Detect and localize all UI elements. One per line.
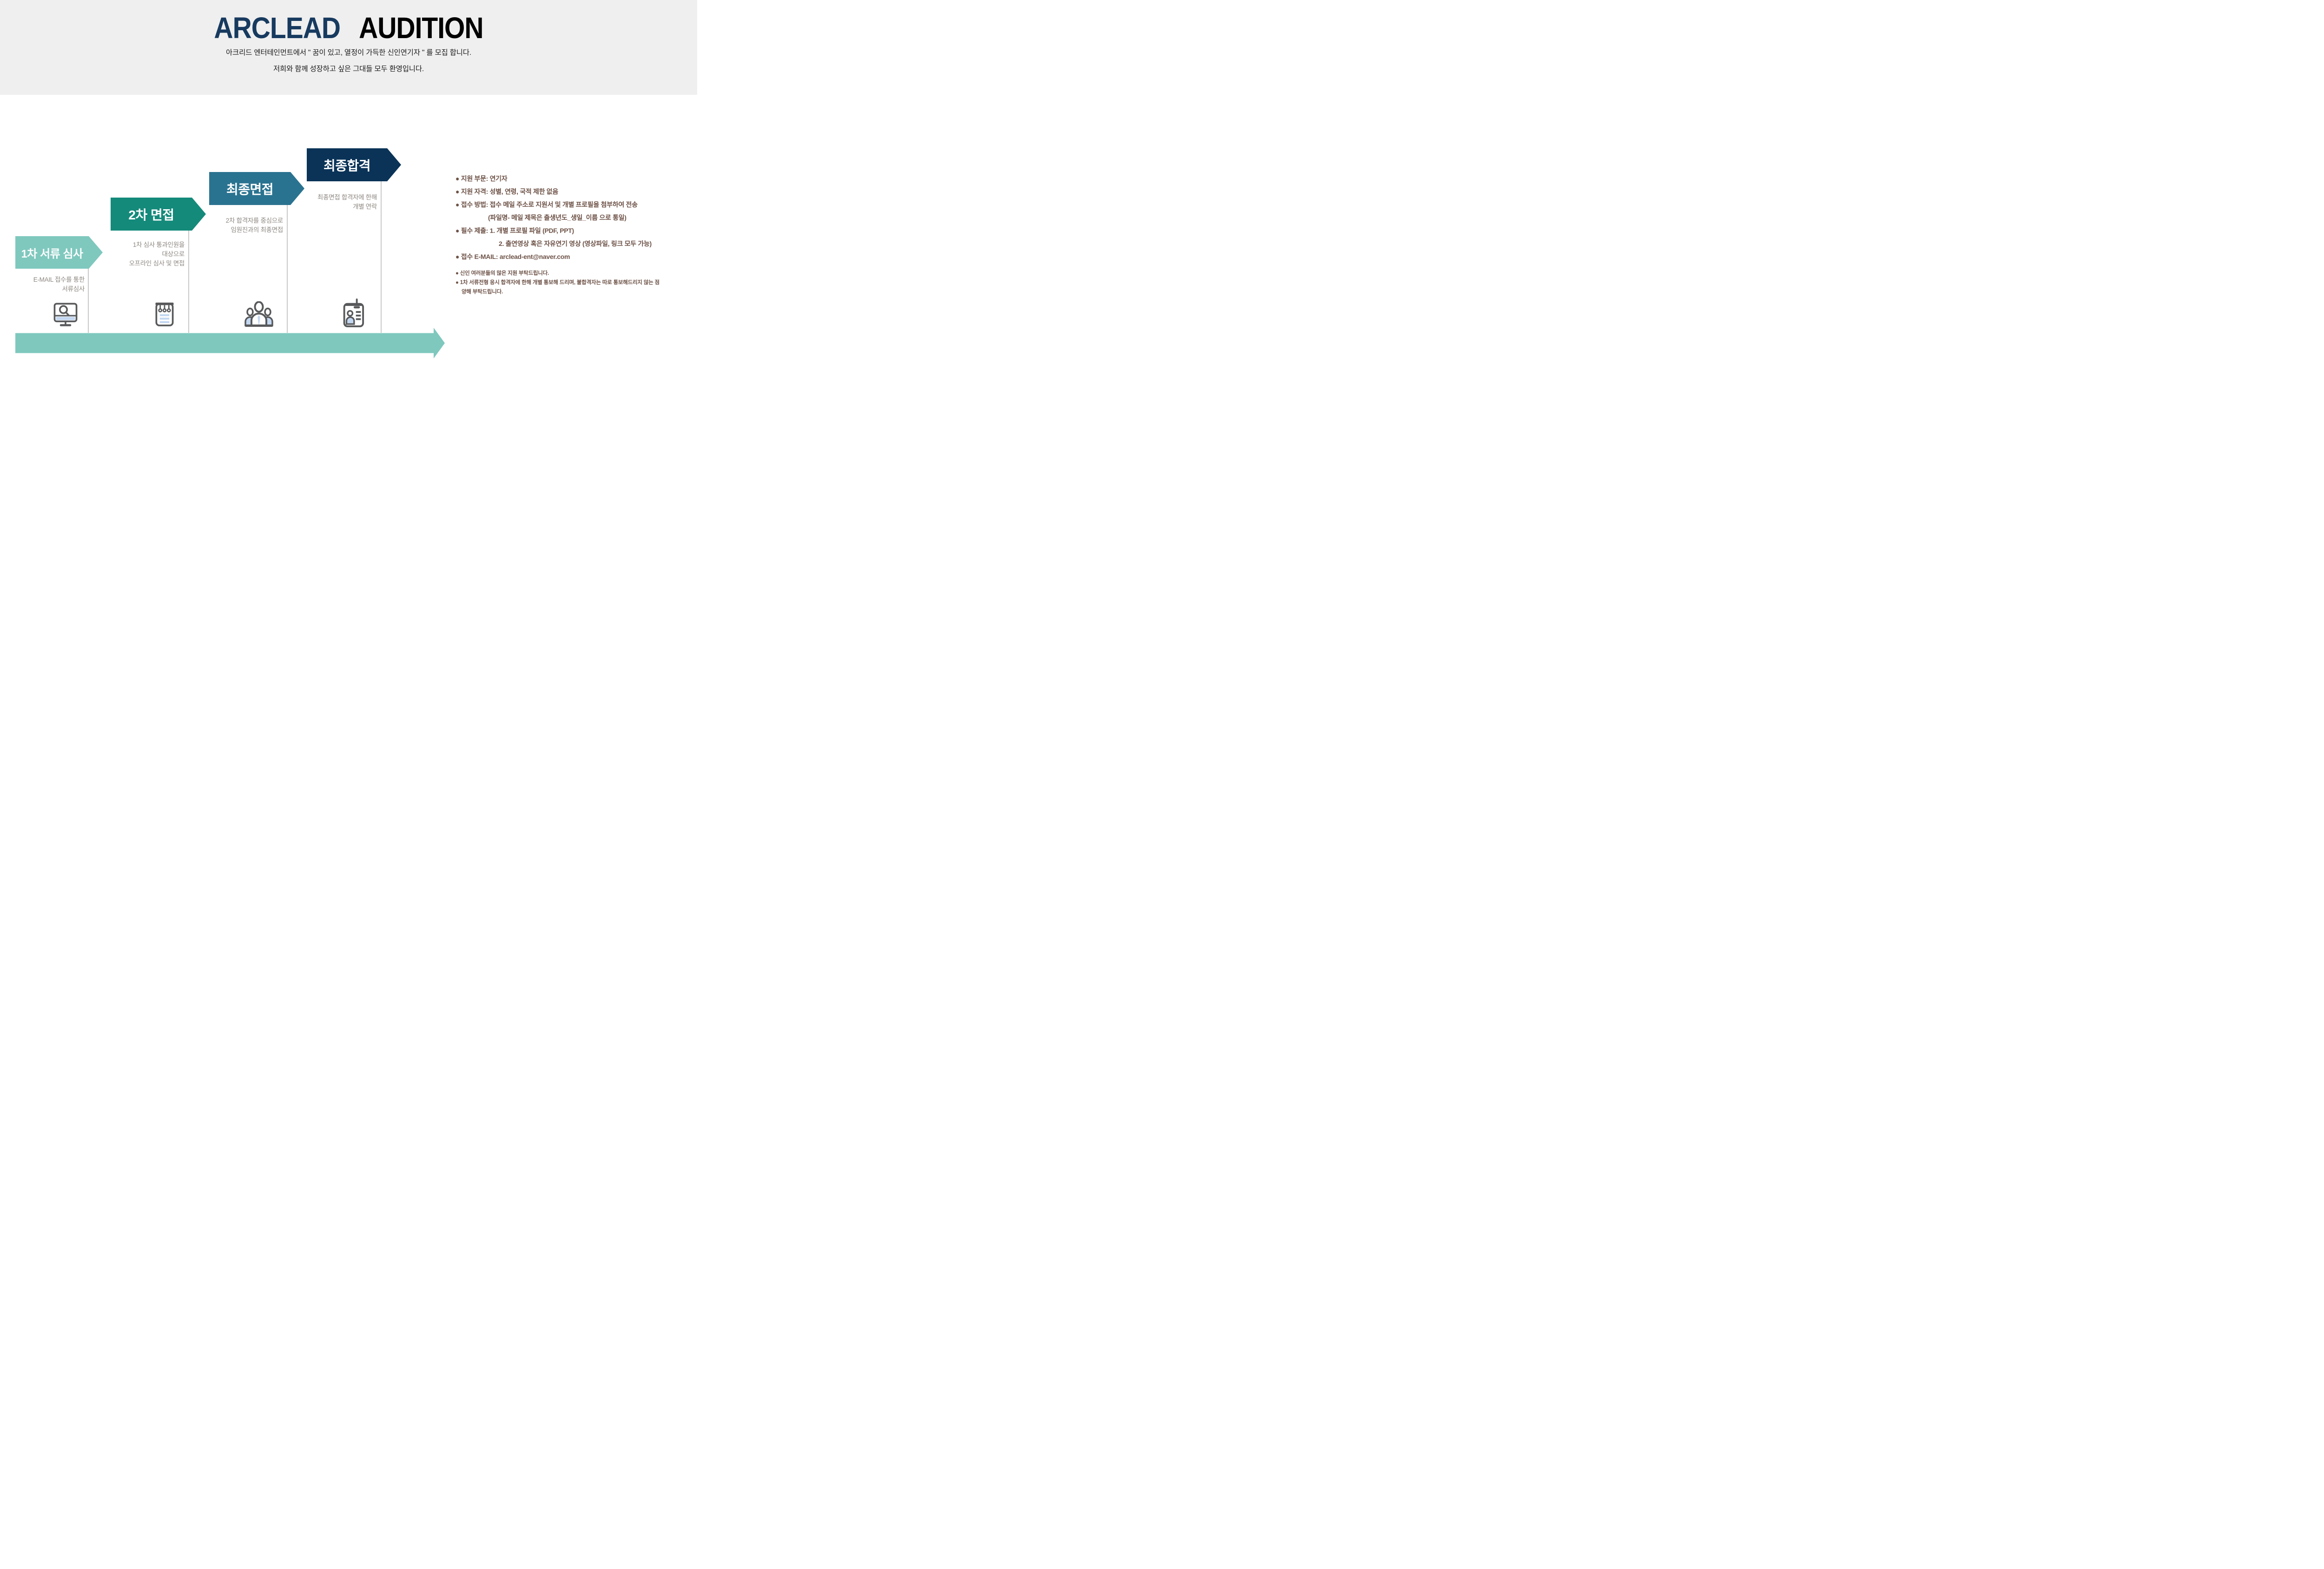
step-label-3: 최종면접: [226, 182, 274, 197]
note-notify-2: 양해 부탁드립니다.: [462, 289, 503, 295]
divider-step-3: [287, 205, 288, 333]
detail-email: ● 접수 E-MAIL: arclead-ent@naver.com: [456, 253, 570, 260]
detail-required-2: 2. 출연영상 혹은 자유연기 영상 (영상파일, 링크 모두 가능): [499, 240, 652, 247]
notes-section: ● 신인 여러분들의 많은 지원 부탁드립니다. ● 1차 서류전형 응시 합격…: [456, 269, 697, 297]
step-arrow-3: 최종면접: [209, 172, 304, 205]
step-label-4: 최종합격: [323, 158, 371, 173]
header-banner: ARCLEAD AUDITION 아크리드 엔터테인먼트에서 " 꿈이 있고, 열…: [0, 0, 697, 95]
subtitle-line-1: 아크리드 엔터테인먼트에서 " 꿈이 있고, 열정이 가득한 신인연기자 " 를…: [226, 49, 471, 57]
step-desc-2-line-3: 오프라인 심사 및 면접: [129, 260, 185, 267]
audition-poster: ARCLEAD AUDITION 아크리드 엔터테인먼트에서 " 꿈이 있고, 열…: [0, 0, 697, 392]
step-label-2: 2차 면접: [128, 207, 174, 222]
detail-required-1: ● 필수 제출: 1. 개별 프로필 파일 (PDF, PPT): [456, 227, 574, 234]
detail-apply-field: ● 지원 부문: 연기자: [456, 175, 508, 182]
note-notify-1: ● 1차 서류전형 응시 합격자에 한해 개별 통보해 드리며, 불합격자는 따…: [456, 280, 660, 285]
page-title: ARCLEAD AUDITION: [0, 11, 697, 46]
title-audition: AUDITION: [359, 12, 483, 45]
step-arrow-1: 1차 서류 심사: [15, 236, 103, 269]
step-desc-3-line-2: 임원진과의 최종면접: [231, 226, 283, 233]
timeline-arrow: [15, 328, 445, 358]
step-label-1: 1차 서류 심사: [21, 247, 83, 260]
detail-filename-rule: (파일명- 메일 제목은 출생년도_생일_이름 으로 통일): [488, 214, 627, 221]
title-arclead: ARCLEAD: [214, 12, 341, 45]
step-desc-2-line-1: 1차 심사 통과인원을: [132, 241, 185, 248]
id-badge-icon: [340, 298, 365, 330]
divider-step-4: [381, 181, 382, 333]
step-desc-1-line-2: 서류심사: [62, 285, 85, 292]
note-encourage: ● 신인 여러분들의 많은 지원 부탁드립니다.: [456, 271, 549, 276]
step-desc-3: 2차 합격자를 중심으로 임원진과의 최종면접: [207, 216, 284, 235]
divider-step-1: [88, 269, 89, 333]
step-desc-4: 최종면접 합격자에 한해 개별 연락: [306, 193, 377, 212]
people-group-icon: [244, 301, 274, 330]
step-arrow-2: 2차 면접: [111, 198, 206, 231]
step-desc-4-line-1: 최종면접 합격자에 한해: [317, 194, 377, 201]
step-desc-2: 1차 심사 통과인원을 대상으로 오프라인 심사 및 면접: [112, 240, 185, 268]
divider-step-2: [188, 231, 189, 333]
step-desc-1: E-MAIL 접수를 통한 서류심사: [19, 275, 85, 294]
detail-how-to-apply: ● 접수 방법: 접수 메일 주소로 지원서 및 개별 프로필을 첨부하여 전송: [456, 201, 638, 208]
detail-eligibility: ● 지원 자격: 성별, 연령, 국적 제한 없음: [456, 188, 558, 195]
monitor-search-icon: [52, 300, 79, 330]
step-desc-1-line-1: E-MAIL 접수를 통한: [33, 276, 85, 283]
step-desc-2-line-2: 대상으로: [162, 251, 185, 258]
audition-details-panel: ● 지원 부문: 연기자 ● 지원 자격: 성별, 연령, 국적 제한 없음 ●…: [456, 172, 697, 297]
subtitle-line-2: 저희와 함께 성장하고 싶은 그대들 모두 환영입니다.: [273, 65, 424, 73]
step-desc-3-line-1: 2차 합격자를 중심으로: [225, 217, 284, 224]
notepad-icon: [152, 300, 177, 330]
step-desc-4-line-2: 개별 연락: [353, 203, 377, 210]
step-arrow-4: 최종합격: [307, 148, 401, 181]
